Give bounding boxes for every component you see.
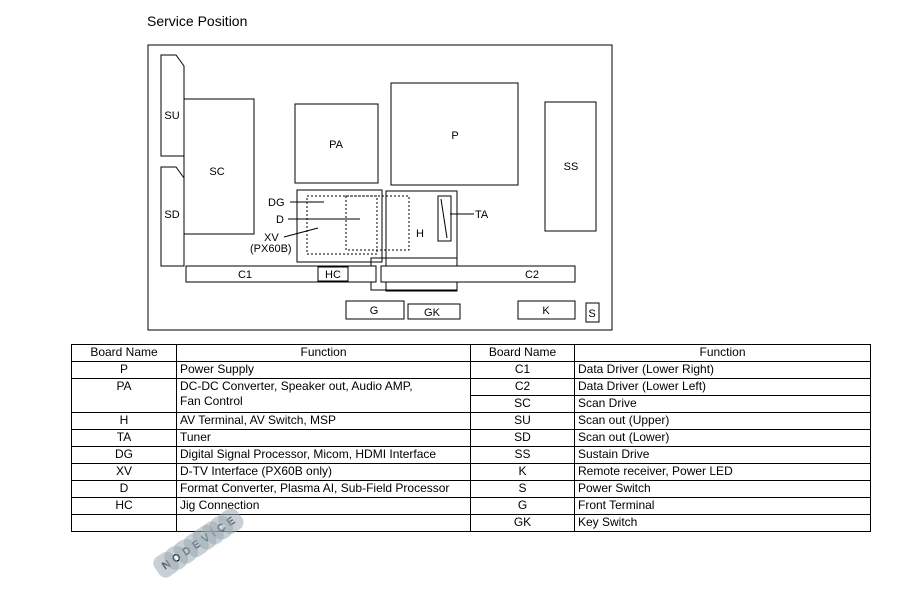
board-name-cell: HC [71,497,177,515]
board-name-cell: G [470,497,575,515]
function-line: Fan Control [180,394,243,408]
board-name-cell: SC [470,395,575,413]
board-name-cell: D [71,480,177,498]
board-hc [317,266,349,282]
function-cell: Key Switch [574,514,871,532]
board-p [390,82,519,186]
board-sc [183,98,255,235]
function-cell: Scan out (Lower) [574,429,871,447]
board-name-cell: XV [71,463,177,481]
table-row: P Power Supply C1 Data Driver (Lower Rig… [71,361,871,379]
function-cell: Tuner [176,429,471,447]
board-name-cell [71,514,177,532]
function-cell: AV Terminal, AV Switch, MSP [176,412,471,430]
board-c2 [380,265,576,283]
table-row: DG Digital Signal Processor, Micom, HDMI… [71,446,871,464]
board-gk [407,303,461,320]
table-header-function: Function [176,344,471,362]
function-cell: DC-DC Converter, Speaker out, Audio AMP,… [176,378,471,413]
table-row: XV D-TV Interface (PX60B only) K Remote … [71,463,871,481]
board-xv-note: (PX60B) [250,243,292,255]
board-pa [294,103,379,184]
board-s [585,302,600,323]
board-name-cell: TA [71,429,177,447]
board-name-cell: PA [71,378,177,413]
table-header-row: Board Name Function Board Name Function [71,344,871,362]
board-name-cell: GK [470,514,575,532]
table-row: D Format Converter, Plasma AI, Sub-Field… [71,480,871,498]
function-cell: D-TV Interface (PX60B only) [176,463,471,481]
board-ss-label: SS [564,161,579,173]
board-dg-label: DG [268,197,285,209]
board-su-label: SU [164,110,179,122]
board-name-cell: C2 [470,378,575,396]
board-name-cell: K [470,463,575,481]
function-cell: Data Driver (Lower Left) [574,378,871,396]
board-g [345,300,405,320]
function-cell: Format Converter, Plasma AI, Sub-Field P… [176,480,471,498]
function-cell: Front Terminal [574,497,871,515]
board-sd-label: SD [164,209,179,221]
function-line: DC-DC Converter, Speaker out, Audio AMP, [180,379,413,393]
board-name-cell: SU [470,412,575,430]
board-name-cell: C1 [470,361,575,379]
board-pa-label: PA [329,139,344,151]
function-cell: Jig Connection [176,497,471,515]
board-name-cell: DG [71,446,177,464]
chassis-outline [147,44,613,331]
table-row: GK Key Switch [71,514,871,532]
board-p-label: P [451,130,458,142]
board-d-label: D [276,214,284,226]
board-d [306,195,378,255]
board-name-cell: SD [470,429,575,447]
function-cell: Remote receiver, Power LED [574,463,871,481]
board-su [160,54,185,157]
page-title: Service Position [147,13,248,29]
board-h [385,190,458,292]
board-name-cell: P [71,361,177,379]
board-gk-label: GK [424,307,441,319]
service-position-diagram: SU SD SC PA P SS H TA DG D XV (PX60B) C1… [147,44,613,331]
table-row: PA DC-DC Converter, Speaker out, Audio A… [71,378,871,413]
table-header-function: Function [574,344,871,362]
function-cell: Digital Signal Processor, Micom, HDMI In… [176,446,471,464]
table-header-board-name: Board Name [71,344,177,362]
board-function-table: Board Name Function Board Name Function … [71,344,871,532]
function-cell: Scan Drive [574,395,871,413]
board-xv [345,195,410,251]
function-cell [176,514,471,532]
board-ta-label: TA [475,209,489,221]
board-c2-label: C2 [525,269,539,281]
board-xv-label: XV [264,232,279,244]
board-dg [296,189,383,263]
board-ta-hatch [440,198,448,239]
board-name-cell: H [71,412,177,430]
board-s-label: S [588,308,595,320]
table-row: H AV Terminal, AV Switch, MSP SU Scan ou… [71,412,871,430]
table-row: TA Tuner SD Scan out (Lower) [71,429,871,447]
xv-leader [283,227,319,238]
board-hc-label: HC [325,269,341,281]
board-name-cell: S [470,480,575,498]
function-cell: Power Supply [176,361,471,379]
board-c1-label: C1 [238,269,252,281]
function-cell: Scan out (Upper) [574,412,871,430]
table-row: SC Scan Drive [72,395,871,413]
board-h-label: H [416,228,424,240]
board-name-cell: SS [470,446,575,464]
board-ss [544,101,597,232]
board-k-label: K [542,305,550,317]
function-cell: Sustain Drive [574,446,871,464]
board-k [517,300,576,320]
function-cell: Data Driver (Lower Right) [574,361,871,379]
table-row: HC Jig Connection G Front Terminal [71,497,871,515]
table-header-board-name: Board Name [470,344,575,362]
board-g-label: G [370,305,379,317]
board-sc-label: SC [209,166,224,178]
function-cell: Power Switch [574,480,871,498]
